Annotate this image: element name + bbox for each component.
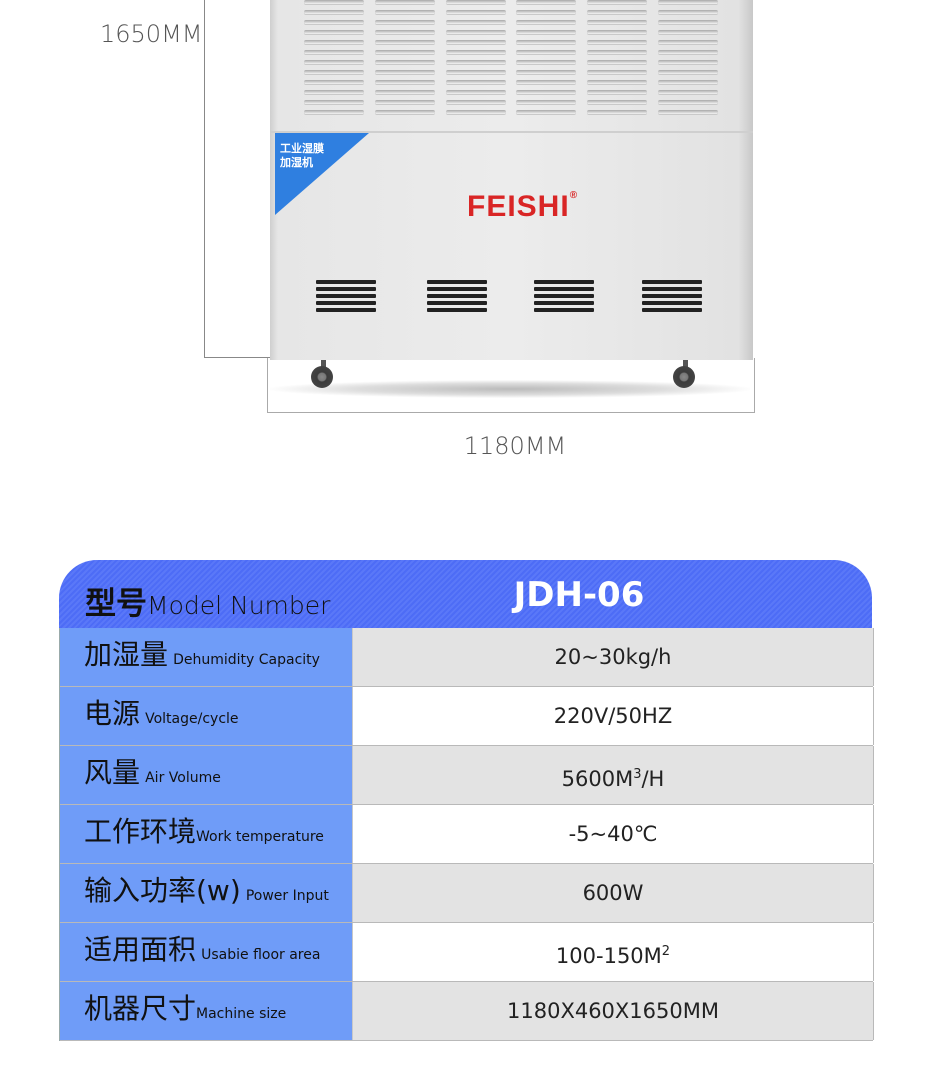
spec-label-cn: 工作环境 [84, 815, 197, 848]
spec-label-en: Machine size [196, 1006, 287, 1022]
spec-value-unit: /H [641, 767, 665, 791]
spec-label: 机器尺寸Machine size [60, 982, 352, 1040]
air-inlet-grille [427, 280, 487, 314]
vent-louver-column [587, 0, 647, 118]
width-dimension-label: 1180MM [463, 432, 567, 460]
spec-label-en: Voltage/cycle [145, 711, 239, 727]
spec-row-machine-size: 机器尺寸Machine size 1180X460X1650MM [60, 982, 874, 1041]
spec-row-capacity: 加湿量 Dehumidity Capacity 20~30kg/h [60, 628, 874, 687]
spec-row-air-volume: 风量 Air Volume 5600M3/H [60, 746, 874, 805]
badge-line-1: 工业湿膜 [280, 142, 324, 155]
model-number-value: JDH-06 [513, 575, 645, 615]
model-label-cn: 型号 [85, 586, 147, 622]
spec-value-text: 5600M [561, 767, 634, 791]
spec-table: 加湿量 Dehumidity Capacity 20~30kg/h 电源 Vol… [59, 628, 874, 1041]
spec-label: 输入功率(w) Power Input [60, 864, 352, 922]
caster-wheel-right [673, 360, 697, 388]
spec-label-en: Dehumidity Capacity [173, 652, 320, 668]
humidifier-illustration: 工业湿膜 加湿机 FEISHI® [270, 0, 753, 360]
spec-row-voltage: 电源 Voltage/cycle 220V/50HZ [60, 687, 874, 746]
product-type-badge-text: 工业湿膜 加湿机 [280, 142, 324, 170]
spec-label-en: Usabie floor area [201, 947, 321, 963]
height-dimension-line [204, 0, 205, 358]
spec-value: 100-150M2 [352, 923, 874, 981]
spec-value: 220V/50HZ [352, 687, 874, 745]
vent-louver-column [658, 0, 718, 118]
air-inlet-grille [316, 280, 376, 314]
spec-value: 5600M3/H [352, 746, 874, 804]
width-dimension-bracket [267, 358, 755, 413]
air-inlet-grille [534, 280, 594, 314]
spec-value-text: 600W [582, 881, 644, 905]
vent-louver-column [446, 0, 506, 118]
spec-label: 风量 Air Volume [60, 746, 352, 804]
vent-louver-column [516, 0, 576, 118]
spec-value: 600W [352, 864, 874, 922]
spec-row-temperature: 工作环境Work temperature -5~40℃ [60, 805, 874, 864]
upper-vent-panel [270, 0, 753, 133]
floor-shadow [270, 380, 750, 398]
air-inlet-grille [642, 280, 702, 314]
spec-value-superscript: 3 [633, 767, 642, 782]
height-dimension-tick [204, 357, 270, 358]
registered-mark: ® [569, 190, 579, 201]
spec-label-en: Power Input [245, 888, 329, 904]
model-label-en: Model Number [147, 591, 331, 620]
spec-label-en: Air Volume [145, 770, 221, 786]
spec-label-en: Work temperature [196, 829, 324, 845]
spec-label-cn: 输入功率(w) [84, 874, 241, 907]
spec-label: 电源 Voltage/cycle [60, 687, 352, 745]
spec-value-text: 20~30kg/h [554, 645, 672, 669]
product-type-badge [275, 133, 369, 215]
vent-louver-column [304, 0, 364, 118]
height-dimension-label: 1650MM [100, 20, 203, 48]
spec-label-cn: 适用面积 [84, 933, 197, 966]
spec-label: 工作环境Work temperature [60, 805, 352, 863]
caster-wheel-left [311, 360, 335, 388]
brand-logo: FEISHI® [467, 190, 578, 224]
spec-label-cn: 电源 [84, 697, 141, 730]
vent-louver-column [375, 0, 435, 118]
spec-value-text: 220V/50HZ [553, 704, 673, 728]
spec-label-cn: 风量 [84, 756, 141, 789]
spec-table-header: 型号Model Number JDH-06 [59, 560, 872, 628]
spec-row-power: 输入功率(w) Power Input 600W [60, 864, 874, 923]
spec-value: 20~30kg/h [352, 628, 874, 686]
spec-value-text: 100-150M [555, 944, 662, 968]
spec-value: 1180X460X1650MM [352, 982, 874, 1040]
brand-name: FEISHI [467, 190, 570, 223]
spec-value: -5~40℃ [352, 805, 874, 863]
spec-label-cn: 加湿量 [84, 638, 169, 671]
spec-value-text: -5~40℃ [568, 822, 658, 846]
spec-row-floor-area: 适用面积 Usabie floor area 100-150M2 [60, 923, 874, 982]
badge-line-2: 加湿机 [280, 156, 313, 169]
spec-label: 适用面积 Usabie floor area [60, 923, 352, 981]
spec-value-superscript: 2 [661, 944, 671, 959]
spec-label: 加湿量 Dehumidity Capacity [60, 628, 352, 686]
spec-label-cn: 机器尺寸 [84, 992, 197, 1025]
spec-value-text: 1180X460X1650MM [507, 999, 719, 1023]
model-number-label: 型号Model Number [85, 578, 330, 623]
